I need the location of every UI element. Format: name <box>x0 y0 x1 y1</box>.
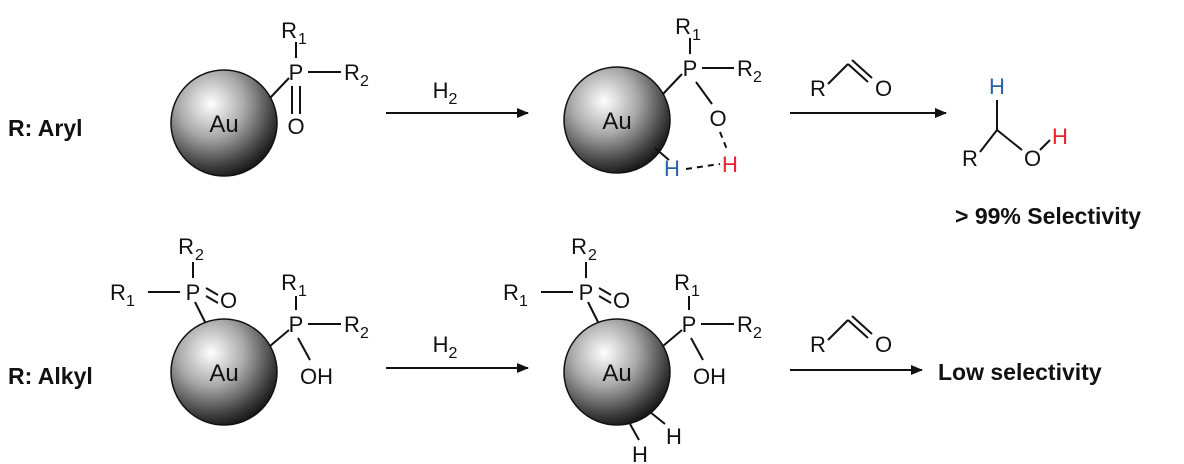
species-au-spo-mixed: Au P R 2 R 1 O P R 1 R 2 OH <box>110 234 369 426</box>
r1-label-3a: R <box>110 280 126 305</box>
r2-subscript-2: 2 <box>753 69 762 86</box>
aldehyde-reagent-alkyl: R O <box>810 315 892 357</box>
r1-label-2: R <box>675 14 691 39</box>
gold-label-4: Au <box>602 360 631 387</box>
hydride-2: H <box>632 442 648 464</box>
r1-label: R <box>281 18 297 43</box>
alcohol-oxygen: O <box>1024 146 1041 171</box>
r2-label-4a: R <box>571 234 587 259</box>
gold-label-2: Au <box>602 108 631 135</box>
phosphorus-label-4b: P <box>682 312 697 337</box>
r2-label-2: R <box>737 56 753 81</box>
alcohol-oh-hydrogen: H <box>1052 124 1068 149</box>
r1-label-4a: R <box>503 280 519 305</box>
oxygen-label-4a: O <box>613 288 630 313</box>
r2-label: R <box>344 60 360 85</box>
outcome-alkyl: Low selectivity <box>938 359 1102 385</box>
r2-subscript-3b: 2 <box>360 325 369 342</box>
arrow-h2-aryl: H2 <box>386 78 529 118</box>
reagent-h2-alkyl: H2 <box>433 332 458 362</box>
r2-subscript-3a: 2 <box>195 247 204 264</box>
hydride-1: H <box>666 424 682 449</box>
gold-nanoparticle <box>170 69 278 177</box>
r1-subscript-4a: 1 <box>519 293 528 310</box>
r2-label-3b: R <box>344 312 360 337</box>
phosphorus-label-3b: P <box>289 312 304 337</box>
phosphorus-label-2: P <box>683 56 698 81</box>
product-alcohol: R H O H <box>962 74 1068 171</box>
r1-subscript-2: 1 <box>692 27 701 44</box>
r2-subscript-4b: 2 <box>753 325 762 342</box>
r2-subscript: 2 <box>360 73 369 90</box>
gold-label-3: Au <box>209 360 238 387</box>
r1-subscript-4b: 1 <box>691 283 700 300</box>
aldehyde-reagent-aryl: R O <box>810 59 892 101</box>
gold-nanoparticle-3 <box>170 318 278 426</box>
r1-subscript: 1 <box>298 31 307 48</box>
aldehyde-o-aryl: O <box>875 76 892 101</box>
row-label-alkyl: R: Alkyl <box>8 363 93 389</box>
phosphorus-label-3a: P <box>186 280 201 305</box>
phosphorus-label: P <box>289 60 304 85</box>
r2-label-3a: R <box>178 234 194 259</box>
row-aryl: R: Aryl Au P R 1 R 2 O H2 Au <box>8 14 1141 229</box>
gold-nanoparticle-2 <box>563 66 671 174</box>
species-au-dihydride: Au P R 2 R 1 O P R 1 R 2 OH H <box>503 234 762 464</box>
row-label-aryl: R: Aryl <box>8 115 83 141</box>
species-au-phosphine-oxide: Au P R 1 R 2 O <box>170 18 369 177</box>
r1-subscript-3b: 1 <box>298 283 307 300</box>
r2-label-4b: R <box>737 312 753 337</box>
outcome-aryl: > 99% Selectivity <box>955 203 1141 229</box>
row-alkyl: R: Alkyl Au P R 2 R 1 O P R 1 R 2 <box>8 234 1102 464</box>
hydroxyl-label-4: OH <box>693 364 726 389</box>
phosphorus-label-4a: P <box>579 280 594 305</box>
r1-label-4b: R <box>674 270 690 295</box>
r1-subscript-3a: 1 <box>126 293 135 310</box>
r2-subscript-4a: 2 <box>588 247 597 264</box>
hydride-hydrogen: H <box>664 156 680 181</box>
hydroxyl-label-3: OH <box>300 364 333 389</box>
acidic-hydrogen: H <box>722 152 738 177</box>
aldehyde-r-aryl: R <box>810 76 826 101</box>
arrow-h2-alkyl: H2 <box>386 332 529 373</box>
oxygen-label-3a: O <box>220 288 237 313</box>
alcohol-ch-hydrogen: H <box>989 74 1005 99</box>
alcohol-r: R <box>962 146 978 171</box>
oxygen-label: O <box>287 114 304 139</box>
gold-nanoparticle-4 <box>563 318 671 426</box>
reagent-h2-aryl: H2 <box>433 78 458 108</box>
r1-label-3b: R <box>281 270 297 295</box>
aldehyde-r-alkyl: R <box>810 332 826 357</box>
species-au-hydride-hbond: Au P R 1 R 2 O H H <box>563 14 762 181</box>
oxygen-label-2: O <box>709 106 726 131</box>
aldehyde-o-alkyl: O <box>875 332 892 357</box>
gold-label: Au <box>209 111 238 138</box>
